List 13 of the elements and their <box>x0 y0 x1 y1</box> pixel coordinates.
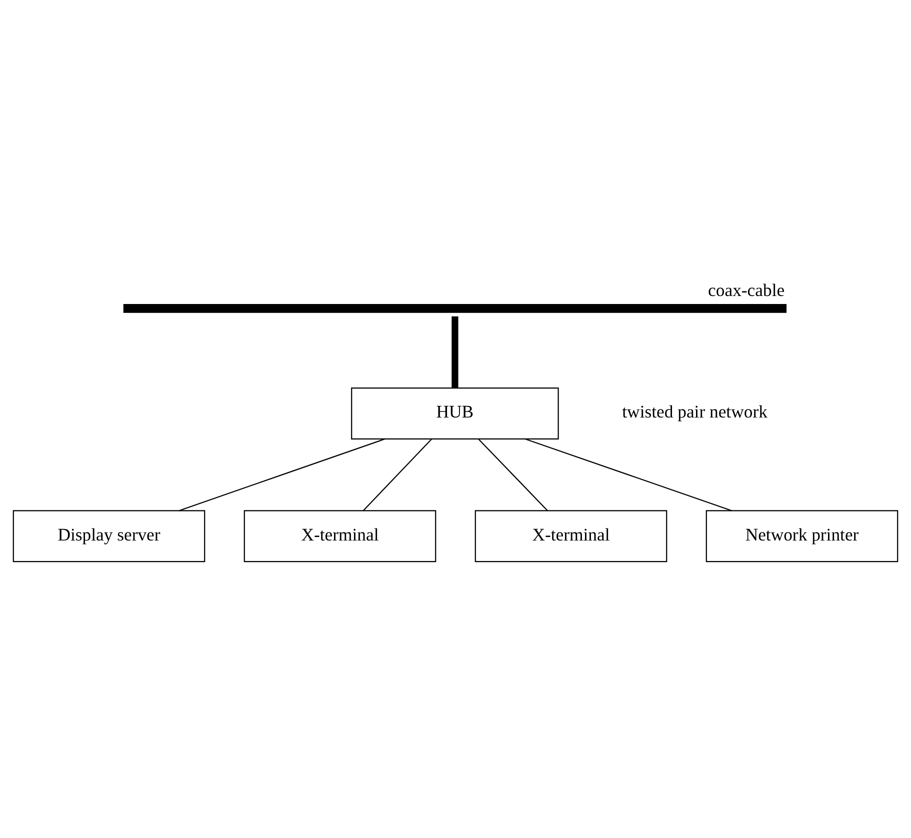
node-box: HUB <box>351 388 559 440</box>
node-box <box>123 304 787 313</box>
connector <box>525 438 732 512</box>
node-box: Display server <box>12 510 206 562</box>
node-label: coax-cable <box>708 280 785 300</box>
connector <box>178 438 386 512</box>
label: twisted pair network <box>622 402 768 422</box>
node-box: Network printer <box>706 510 898 562</box>
connector <box>452 316 458 388</box>
connector <box>478 438 548 512</box>
node-box: X-terminal <box>474 510 668 562</box>
connector <box>362 438 432 512</box>
node-box: X-terminal <box>244 510 436 562</box>
